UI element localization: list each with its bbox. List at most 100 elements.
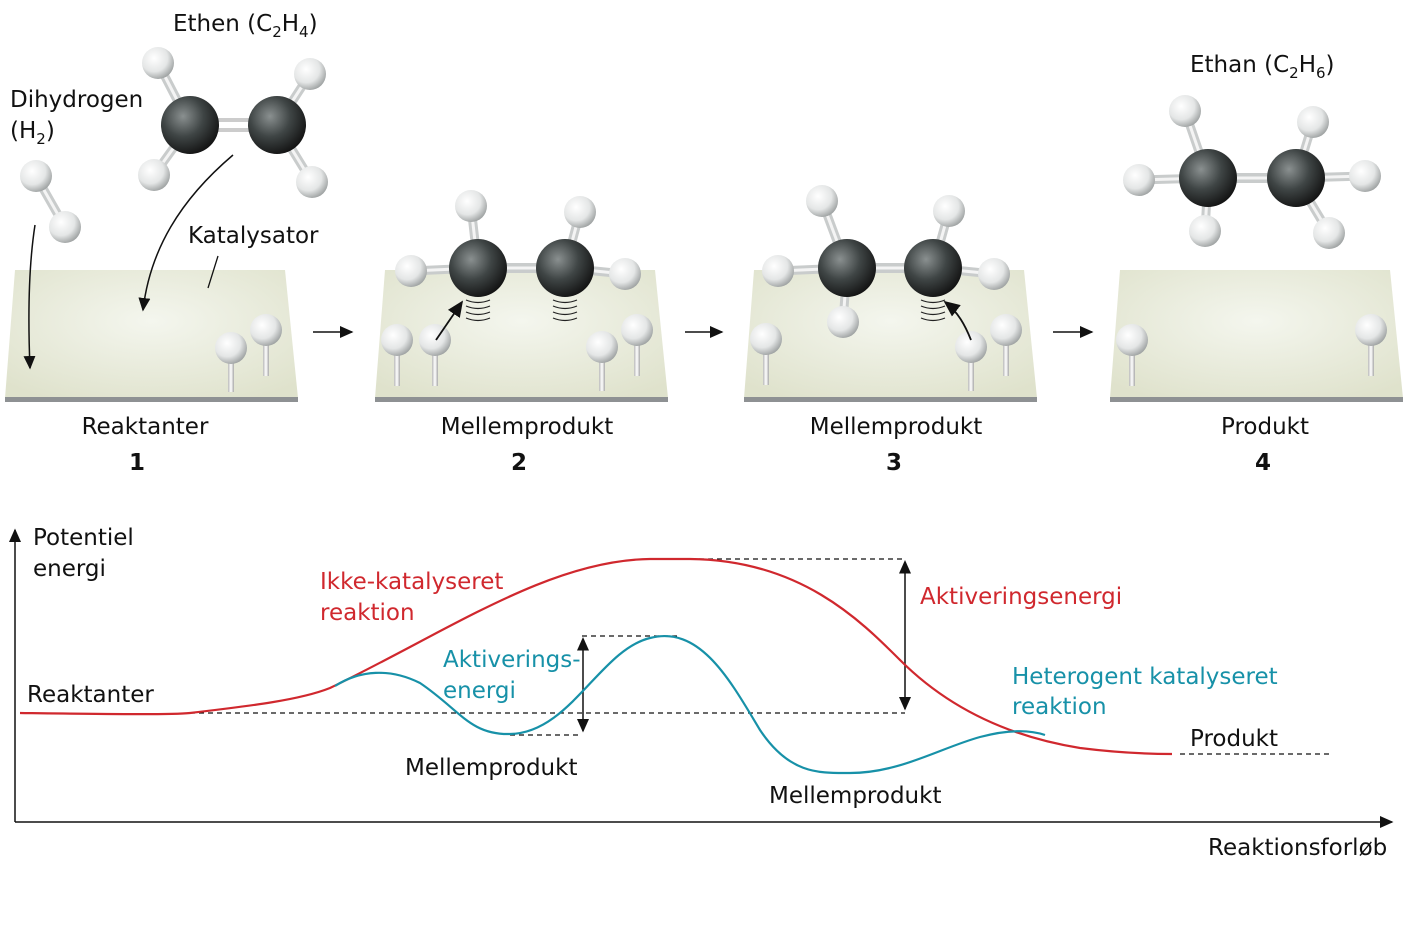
ethene-arrow bbox=[138, 154, 234, 312]
carbon-atom bbox=[904, 239, 962, 297]
adsorption-spring-icon bbox=[920, 305, 946, 310]
hydrogen-atom bbox=[1349, 160, 1381, 192]
hydrogen-atom bbox=[933, 195, 965, 227]
surface-edge bbox=[375, 397, 668, 402]
hydrogen-atom bbox=[142, 47, 174, 79]
catalyzed-label-2: reaktion bbox=[1012, 694, 1107, 720]
carbon-atom bbox=[1179, 149, 1237, 207]
hydrogen-atom bbox=[20, 160, 52, 192]
surface-edge bbox=[744, 397, 1037, 402]
step-number: 4 bbox=[1255, 450, 1271, 476]
carbon-atom bbox=[818, 239, 876, 297]
uncatalyzed-curve bbox=[19, 557, 1173, 756]
cat-activation-label-2: energi bbox=[443, 678, 516, 704]
uncatalyzed-label-2: reaktion bbox=[320, 600, 415, 626]
catalyst-surface bbox=[744, 270, 1037, 398]
carbon-atom bbox=[161, 96, 219, 154]
hydrogen-atom bbox=[1123, 164, 1155, 196]
uncatalyzed-label: Ikke-katalyseret bbox=[320, 569, 503, 595]
hydrogen-atom bbox=[296, 166, 328, 198]
surface-bond bbox=[1003, 330, 1009, 376]
hydrogen-atom bbox=[250, 314, 282, 346]
ethene-label: Ethen (C2H4) bbox=[173, 11, 318, 41]
catalyst-surface bbox=[1110, 270, 1403, 398]
hydrogen-atom bbox=[806, 185, 838, 217]
surface-edge bbox=[5, 397, 298, 402]
step-number: 2 bbox=[511, 450, 527, 476]
y-axis-label-2: energi bbox=[33, 556, 106, 582]
hydrogen-atom bbox=[1189, 215, 1221, 247]
hydrogen-atom bbox=[1355, 314, 1387, 346]
activation-energy-label: Aktiveringsenergi bbox=[920, 584, 1122, 610]
surface-bond bbox=[763, 339, 769, 385]
surface-bond bbox=[394, 340, 400, 386]
hydrogen-atom bbox=[1313, 217, 1345, 249]
product-label: Produkt bbox=[1190, 726, 1278, 752]
surface-bond bbox=[634, 330, 640, 376]
dihydrogen-label: Dihydrogen bbox=[10, 87, 143, 113]
hydrogen-atom bbox=[586, 331, 618, 363]
h2-arrow bbox=[23, 224, 36, 370]
adsorption-spring-icon bbox=[552, 311, 578, 316]
reactants-label: Reaktanter bbox=[27, 682, 154, 708]
x-axis-label: Reaktionsforløb bbox=[1208, 835, 1387, 861]
hydrogen-atom bbox=[215, 332, 247, 364]
hydrogen-atom bbox=[1169, 95, 1201, 127]
hydrogen-atom bbox=[395, 255, 427, 287]
carbon-atom bbox=[248, 96, 306, 154]
hydrogen-atom bbox=[955, 331, 987, 363]
surface-bond bbox=[228, 348, 234, 392]
carbon-atom bbox=[449, 239, 507, 297]
adsorption-spring-icon bbox=[552, 317, 578, 322]
surface-bond bbox=[968, 347, 974, 391]
intermediate-label: Mellemprodukt bbox=[405, 755, 577, 781]
carbon-atom bbox=[536, 239, 594, 297]
adsorb-arrow-2 bbox=[943, 300, 972, 341]
step-number: 3 bbox=[886, 450, 902, 476]
adsorption-spring-icon bbox=[465, 311, 491, 316]
step-label: Reaktanter bbox=[82, 414, 209, 440]
energy-graph: Potentiel energi Reaktionsforløb Reaktan… bbox=[9, 525, 1394, 861]
adsorption-spring-icon bbox=[920, 317, 946, 322]
surface-bond bbox=[1368, 330, 1374, 376]
catalyzed-label: Heterogent katalyseret bbox=[1012, 664, 1278, 690]
cat-activation-label: Aktiverings- bbox=[443, 647, 581, 673]
adsorption-spring-icon bbox=[552, 305, 578, 310]
hydrogen-atom bbox=[750, 323, 782, 355]
step-label: Produkt bbox=[1221, 414, 1309, 440]
surface-bond bbox=[1129, 340, 1135, 386]
hydrogen-atom bbox=[990, 314, 1022, 346]
adsorb-arrow bbox=[435, 300, 464, 341]
hydrogen-atom bbox=[1297, 106, 1329, 138]
surface-bond bbox=[599, 347, 605, 391]
step-label: Mellemprodukt bbox=[441, 414, 613, 440]
adsorption-spring-icon bbox=[465, 317, 491, 322]
adsorption-spring-icon bbox=[465, 299, 491, 304]
intermediate-label-2: Mellemprodukt bbox=[769, 783, 941, 809]
step-number: 1 bbox=[129, 450, 145, 476]
catalyst-pointer bbox=[207, 255, 219, 289]
hydrogen-atom bbox=[564, 196, 596, 228]
surface-bond bbox=[432, 340, 438, 386]
hydrogen-atom bbox=[138, 159, 170, 191]
step-label: Mellemprodukt bbox=[810, 414, 982, 440]
hydrogen-atom bbox=[419, 324, 451, 356]
surface-bond bbox=[263, 330, 269, 376]
hydrogen-atom bbox=[827, 306, 859, 338]
adsorption-spring-icon bbox=[552, 299, 578, 304]
hydrogen-atom bbox=[294, 58, 326, 90]
ethane-label: Ethan (C2H6) bbox=[1190, 52, 1335, 82]
y-axis-label: Potentiel bbox=[33, 525, 134, 551]
dihydrogen-formula: (H2) bbox=[10, 118, 55, 148]
carbon-atom bbox=[1267, 149, 1325, 207]
surface-edge bbox=[1110, 397, 1403, 402]
hydrogen-atom bbox=[621, 314, 653, 346]
hydrogen-atom bbox=[1116, 324, 1148, 356]
hydrogen-atom bbox=[762, 255, 794, 287]
adsorption-spring-icon bbox=[920, 299, 946, 304]
adsorption-spring-icon bbox=[920, 311, 946, 316]
adsorption-spring-icon bbox=[465, 305, 491, 310]
catalyst-label: Katalysator bbox=[188, 223, 319, 249]
hydrogen-atom bbox=[455, 190, 487, 222]
